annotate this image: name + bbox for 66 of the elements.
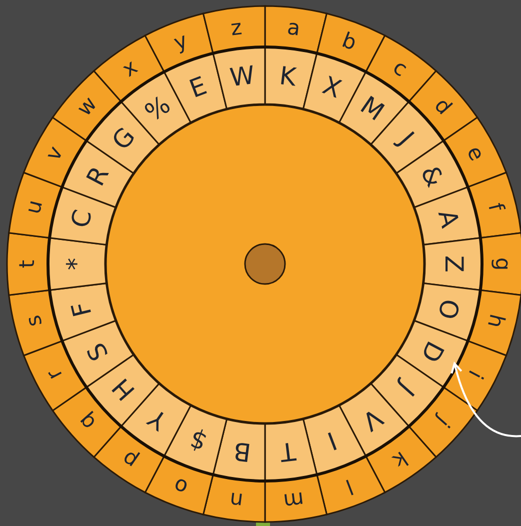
cipher-letter: J [393,126,420,152]
cipher-letter: w [72,92,102,121]
cipher-letter: $ [185,424,211,458]
ring-segment [467,289,521,356]
cipher-letter: u [20,198,48,216]
cipher-letter: j [432,412,454,432]
cipher-letter: v [40,142,68,164]
cipher-letter: i [464,366,488,383]
cipher-letter: W [228,60,256,92]
cipher-letter: % [140,90,176,128]
cipher-letter: K [278,61,298,92]
cipher-letter: T [278,436,298,467]
cipher-letter: I [323,426,341,456]
cipher-letter: o [170,473,191,500]
cipher-letter: D [415,336,450,368]
cipher-letter: Y [143,403,172,436]
cipher-letter: A [432,207,465,231]
cipher-letter: J [393,376,420,402]
ring-segment [202,474,266,523]
cipher-letter: r [42,365,67,384]
ring-segment [144,455,214,516]
cipher-letter: * [62,258,90,270]
cipher-letter: b [338,28,360,56]
ring-segment [23,116,88,188]
cipher-letter: g [491,257,515,271]
cipher-letter: q [73,408,100,435]
cipher-letter: f [484,200,509,214]
cipher-letter: H [106,372,141,406]
cipher-letter: h [482,312,510,330]
cipher-letter: E [185,70,210,104]
ring-segment [467,172,521,239]
cipher-letter: O [432,296,465,322]
cipher-letter: c [388,54,412,82]
cipher-letter: k [388,446,412,474]
cipher-letter: z [229,15,244,40]
cipher-letter: a [286,15,302,40]
cipher-letter: p [118,446,142,474]
ring-segment [144,12,214,73]
cipher-letter: M [355,90,390,127]
ring-segment [8,289,63,356]
cipher-letter: e [462,142,490,165]
cipher-letter: F [66,298,98,320]
cipher-letter: d [430,93,457,120]
cipher-letter: x [118,54,142,82]
ring-segment [316,455,386,516]
cipher-letter: s [20,312,47,330]
cipher-letter: B [232,436,252,468]
cipher-letter: V [357,402,388,436]
ring-segment [8,172,63,239]
cipher-letter: Z [440,255,468,273]
ring-segment [202,5,266,54]
cipher-letter: S [81,338,114,366]
cipher-letter: R [80,162,115,191]
cipher-letter: m [282,487,306,514]
cipher-letter: t [15,260,39,268]
cipher-letter: l [342,474,356,499]
ring-segment [302,404,367,476]
ring-segment [23,340,88,412]
pointer-arrow [450,362,521,438]
cipher-letter: & [414,160,450,192]
cipher-letter: G [106,122,141,156]
cipher-letter: y [170,28,191,55]
ring-segment [212,46,266,110]
cipher-letter: n [228,488,244,513]
cipher-letter: X [318,70,346,104]
cipher-letter: C [65,206,98,231]
